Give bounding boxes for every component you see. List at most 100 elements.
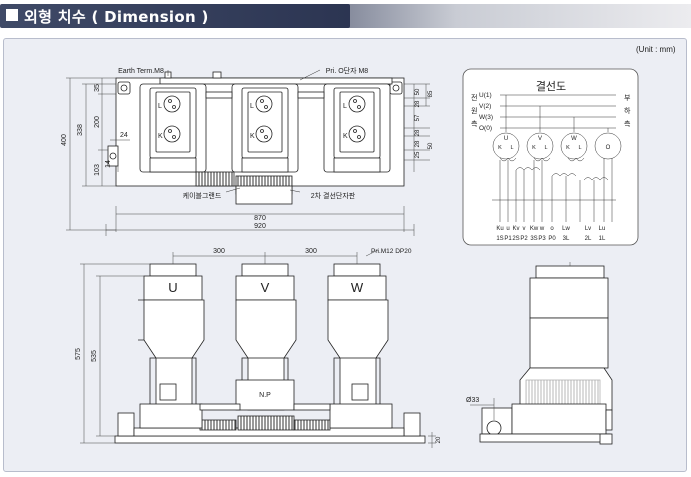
section-header: 외형 치수 ( Dimension ) <box>0 0 691 30</box>
dim-300-b: 300 <box>305 248 317 255</box>
phase-label-o: O(0) <box>479 125 492 132</box>
terminal-bottom-0: 1S <box>496 236 503 242</box>
front-view-dimensions <box>80 249 436 448</box>
dim-r28b: 28 <box>415 129 421 136</box>
top-pole-w <box>323 83 391 173</box>
top-view <box>107 71 405 205</box>
terminal-top-6: o <box>550 226 554 232</box>
left-side-char-1: 전 <box>471 93 477 102</box>
terminal-top-8: Lv <box>585 226 591 232</box>
dim-20: 20 <box>436 436 442 443</box>
pri-o-terminal-label: Pri. O단자 M8 <box>326 66 369 75</box>
front-pole-u <box>138 263 205 429</box>
dim-r57: 57 <box>415 114 421 121</box>
front-pole-v <box>235 263 297 411</box>
dim-l50: 50 <box>428 142 434 149</box>
dim-103: 103 <box>94 164 101 176</box>
terminal-top-7: Lw <box>562 226 570 232</box>
terminal-top-5: w <box>539 226 545 232</box>
terminal-bottom-5: P3 <box>538 236 546 242</box>
terminal-top-0: Ku <box>496 226 503 232</box>
dim-200: 200 <box>94 116 101 128</box>
svg-text:K: K <box>566 145 570 151</box>
ct-label-u: U <box>504 136 508 142</box>
dim-920: 920 <box>254 223 266 230</box>
terminal-bottom-6: P0 <box>548 236 556 242</box>
pole-w-letter-k: K <box>343 133 348 140</box>
front-base-plate <box>114 435 426 444</box>
terminal-top-4: Kw <box>530 226 539 232</box>
left-side-char-2: 원 <box>471 106 477 115</box>
dim-r28c: 28 <box>415 140 421 147</box>
unit-label: (Unit : mm) <box>636 45 676 54</box>
svg-text:K: K <box>498 145 502 151</box>
earth-term-label: Earth Term.M8 <box>118 68 164 75</box>
terminal-bottom-1: P1 <box>504 236 512 242</box>
name-plate-label: N.P <box>259 392 271 399</box>
svg-text:L: L <box>544 145 547 151</box>
wiring-diagram: 결선도 전 원 측 부 하 측 U(1) V(2) W(3) O(0) <box>462 68 639 246</box>
top-pole-u <box>139 83 207 173</box>
cable-gland-label: 케이블그랜드 <box>183 191 222 200</box>
dim-r25: 25 <box>415 151 421 158</box>
right-side-char-1: 부 <box>624 94 631 102</box>
terminal-bottom-7: 3L <box>563 236 570 242</box>
dim-300-a: 300 <box>213 248 225 255</box>
pole-v-letter-l: L <box>250 103 254 110</box>
phase-letter-v: V <box>261 280 270 295</box>
terminal-top-2: Kv <box>512 226 519 232</box>
svg-text:L: L <box>578 145 581 151</box>
header-bar <box>0 4 350 28</box>
ct-label-o: O <box>606 145 611 151</box>
dim-870: 870 <box>254 215 266 222</box>
right-side-char-2: 하 <box>624 106 631 115</box>
dim-400: 400 <box>61 134 68 146</box>
dim-535: 535 <box>91 350 98 362</box>
terminal-top-9: Lu <box>599 226 606 232</box>
wiring-title: 결선도 <box>536 80 566 93</box>
front-pole-w <box>327 263 393 429</box>
terminal-bottom-4: 3S <box>530 236 537 242</box>
dim-575: 575 <box>75 348 82 360</box>
pri-m12-label: Pri.M12 DP20 <box>371 248 412 255</box>
header-gradient-tail <box>330 4 691 28</box>
right-side-char-3: 측 <box>624 119 631 128</box>
bullet-square-icon <box>6 9 18 21</box>
dim-r50: 50 <box>415 88 421 95</box>
dim-r28a: 28 <box>415 100 421 107</box>
terminal-bottom-9: 1L <box>599 236 606 242</box>
top-pole-v <box>231 83 299 173</box>
pole-u-letter-k: K <box>158 133 163 140</box>
pole-u-letter-l: L <box>158 103 162 110</box>
side-view <box>479 265 613 445</box>
front-view <box>114 263 426 444</box>
pole-w-letter-l: L <box>343 103 347 110</box>
page-title: 외형 치수 ( Dimension ) <box>24 8 209 26</box>
left-side-char-3: 측 <box>471 119 478 128</box>
svg-text:L: L <box>510 145 513 151</box>
svg-text:K: K <box>532 145 536 151</box>
phase-letter-u: U <box>168 280 177 295</box>
dia-33-label: Ø33 <box>466 397 479 404</box>
dim-35: 35 <box>94 84 101 92</box>
dim-14: 14 <box>105 160 112 168</box>
ct-label-v: V <box>538 136 542 142</box>
terminal-bottom-8: 2L <box>585 236 592 242</box>
terminal-bottom-2: 2S <box>512 236 519 242</box>
pole-v-letter-k: K <box>250 133 255 140</box>
dim-338: 338 <box>77 124 84 136</box>
dim-24: 24 <box>120 132 128 139</box>
phase-label-v: V(2) <box>479 103 491 110</box>
dim-r85: 85 <box>428 90 434 97</box>
terminal-top-1: u <box>506 226 509 232</box>
top-view-dimensions <box>66 77 430 236</box>
ct-label-w: W <box>571 136 577 142</box>
secondary-terminal-label: 2차 결선단자판 <box>311 191 356 200</box>
terminal-top-3: v <box>523 226 526 232</box>
terminal-bottom-3: P2 <box>520 236 528 242</box>
phase-label-u: U(1) <box>479 92 492 99</box>
phase-letter-w: W <box>351 280 364 295</box>
